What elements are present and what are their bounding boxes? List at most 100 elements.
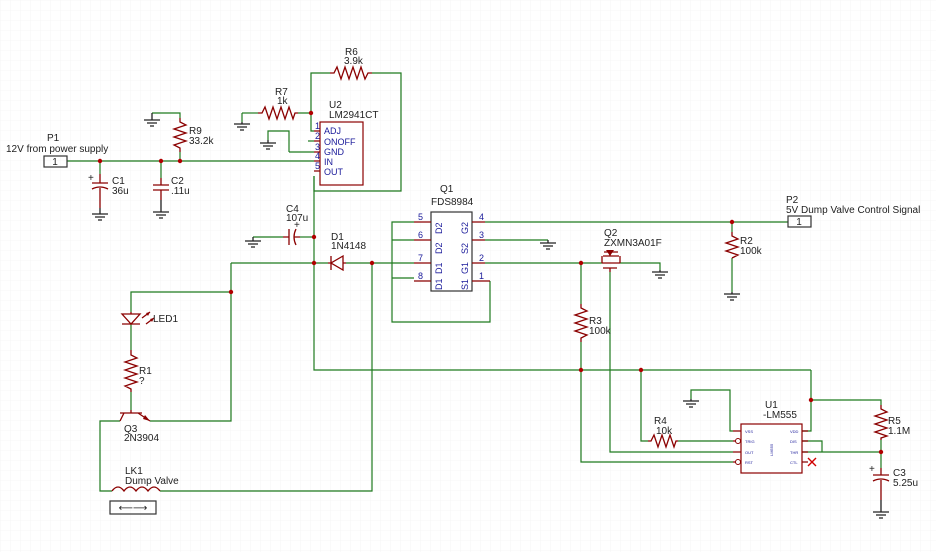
svg-text:3: 3 <box>315 142 320 152</box>
svg-text:R5: R5 <box>888 416 901 427</box>
ground-icon <box>724 292 740 301</box>
resistor-r9[interactable]: R9 33.2k <box>171 118 214 152</box>
svg-text:ONOFF: ONOFF <box>324 137 356 147</box>
svg-text:1: 1 <box>315 121 320 131</box>
svg-text:100k: 100k <box>740 246 763 257</box>
svg-text:4: 4 <box>315 151 320 161</box>
capacitor-c4[interactable]: + C4 107u <box>283 204 308 246</box>
svg-text:5: 5 <box>315 161 320 171</box>
connector-p1[interactable]: 1 P1 12V from power supply <box>6 133 108 168</box>
svg-text:S2: S2 <box>460 243 470 254</box>
diode-d1[interactable]: D1 1N4148 <box>328 232 366 272</box>
svg-text:FDS8984: FDS8984 <box>431 197 474 208</box>
svg-text:LM2941CT: LM2941CT <box>329 110 378 121</box>
mosfet-q2[interactable]: Q2 ZXMN3A01F <box>601 228 662 272</box>
svg-text:CTL: CTL <box>790 460 798 465</box>
resistor-r6[interactable]: R6 3.9k <box>330 47 372 82</box>
timer-u1[interactable]: U1 -LM555 VSS TRIG OUT RST VDD DIS THR C… <box>733 400 817 474</box>
ground-icon <box>540 240 556 250</box>
svg-text:3: 3 <box>479 230 484 240</box>
svg-text:7: 7 <box>418 253 423 263</box>
junction-dots <box>97 110 884 455</box>
svg-text:Q1: Q1 <box>440 184 454 195</box>
svg-text:4: 4 <box>479 212 484 222</box>
svg-text:R9: R9 <box>189 126 202 137</box>
capacitor-c2[interactable]: C2 .11u <box>153 176 190 200</box>
svg-text:Q2: Q2 <box>604 228 618 239</box>
svg-text:G1: G1 <box>460 262 470 274</box>
svg-text:THR: THR <box>790 450 798 455</box>
svg-text:R2: R2 <box>740 236 753 247</box>
capacitor-c3[interactable]: + C3 5.25u <box>869 464 918 500</box>
svg-text:-LM555: -LM555 <box>763 410 797 421</box>
svg-text:?: ? <box>139 376 145 387</box>
ground-icon <box>92 208 108 221</box>
svg-text:100k: 100k <box>589 326 612 337</box>
svg-text:OUT: OUT <box>745 450 754 455</box>
resistor-r5[interactable]: R5 1.1M <box>872 405 910 440</box>
svg-text:C1: C1 <box>112 176 125 187</box>
svg-text:VDD: VDD <box>790 429 799 434</box>
regulator-u2[interactable]: U2 LM2941CT 1 2 3 4 5 ADJ ONOFF GND IN O… <box>314 100 378 186</box>
svg-text:36u: 36u <box>112 186 129 197</box>
svg-text:U1: U1 <box>765 400 778 411</box>
svg-text:33.2k: 33.2k <box>189 136 214 147</box>
svg-text:ZXMN3A01F: ZXMN3A01F <box>604 238 662 249</box>
svg-text:U2: U2 <box>329 100 342 111</box>
connector-p2[interactable]: 1 P2 5V Dump Valve Control Signal <box>786 195 920 228</box>
ground-icon <box>260 140 276 150</box>
ground-icon <box>245 237 261 248</box>
svg-text:S1: S1 <box>460 279 470 290</box>
svg-text:C2: C2 <box>171 176 184 187</box>
svg-text:R4: R4 <box>654 416 667 427</box>
svg-text:D1: D1 <box>331 232 344 243</box>
svg-text:LED1: LED1 <box>153 314 178 325</box>
svg-text:DIS: DIS <box>790 439 797 444</box>
svg-text:2N3904: 2N3904 <box>124 433 159 444</box>
svg-text:1k: 1k <box>277 96 289 107</box>
p2-value: 5V Dump Valve Control Signal <box>786 205 920 216</box>
resistor-r3[interactable]: R3 100k <box>572 304 612 342</box>
svg-text:G2: G2 <box>460 222 470 234</box>
led-led1[interactable]: LED1 <box>120 311 178 325</box>
svg-text:C3: C3 <box>893 468 906 479</box>
svg-text:+: + <box>294 220 300 231</box>
svg-text:1.1M: 1.1M <box>888 426 910 437</box>
svg-text:5.25u: 5.25u <box>893 478 918 489</box>
ground-icon <box>683 399 699 408</box>
svg-text:R7: R7 <box>275 87 288 98</box>
svg-text:Q3: Q3 <box>124 424 138 435</box>
svg-text:R1: R1 <box>139 366 152 377</box>
svg-text:RST: RST <box>745 460 754 465</box>
ground-icon <box>153 200 169 219</box>
p1-value: 12V from power supply <box>6 144 108 155</box>
transistor-q3[interactable]: Q3 2N3904 <box>119 410 159 444</box>
svg-text:D2: D2 <box>434 242 444 254</box>
resistor-r2[interactable]: R2 100k <box>723 232 763 259</box>
svg-text:1: 1 <box>52 157 58 168</box>
inductor-lk1[interactable]: ⟵⟶ LK1 Dump Valve <box>109 466 179 515</box>
svg-text:LM555: LM555 <box>769 443 774 456</box>
mosfet-q1[interactable]: Q1 FDS8984 5 6 7 8 4 3 2 1 D2 D2 D1 D1 G… <box>414 184 490 292</box>
svg-text:8: 8 <box>418 271 423 281</box>
svg-text:1: 1 <box>479 271 484 281</box>
svg-text:1N4148: 1N4148 <box>331 241 366 252</box>
resistor-r1[interactable]: R1 ? <box>122 350 152 392</box>
svg-text:OUT: OUT <box>324 167 344 177</box>
resistor-r4[interactable]: R4 10k <box>648 416 678 450</box>
svg-text:5: 5 <box>418 212 423 222</box>
ground-icon <box>144 113 160 127</box>
ground-symbols <box>92 113 889 519</box>
svg-text:R3: R3 <box>589 316 602 327</box>
svg-text:VSS: VSS <box>745 429 753 434</box>
svg-text:Dump Valve: Dump Valve <box>125 476 179 487</box>
resistor-r7[interactable]: R7 1k <box>258 87 298 122</box>
svg-text:2: 2 <box>479 253 484 263</box>
svg-text:D1: D1 <box>434 262 444 274</box>
capacitor-c1[interactable]: + C1 36u <box>88 173 129 208</box>
svg-text:+: + <box>869 464 875 475</box>
svg-text:C4: C4 <box>286 204 299 215</box>
svg-text:+: + <box>88 173 94 184</box>
svg-text:D2: D2 <box>434 222 444 234</box>
